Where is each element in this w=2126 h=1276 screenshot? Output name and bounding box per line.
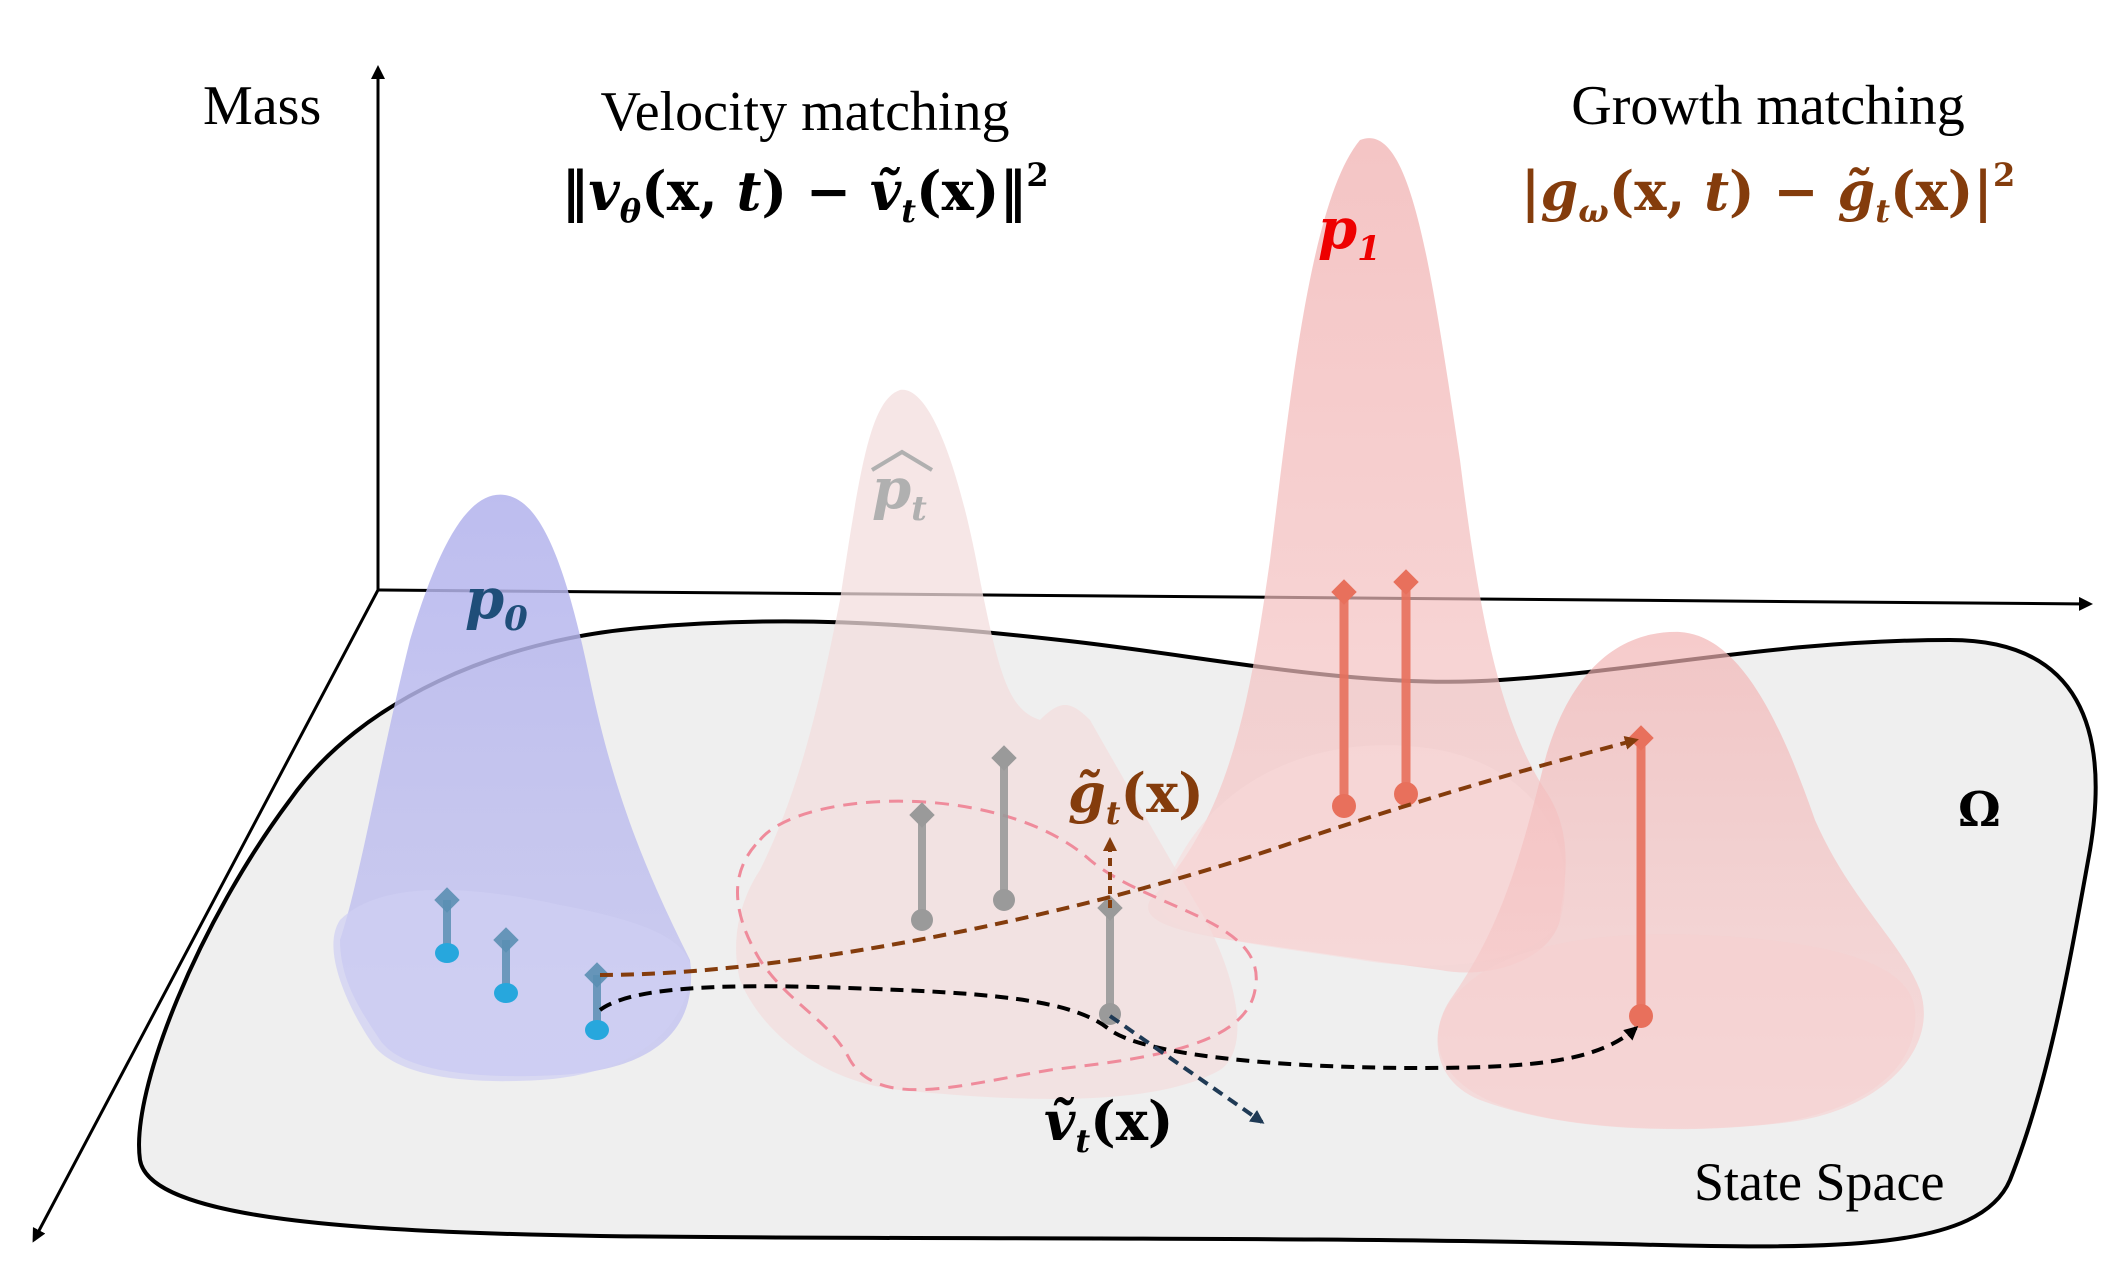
p1-second-base bbox=[1438, 934, 1916, 1129]
growth-loss: |gω(x, t) − g̃t(x)|2 bbox=[1521, 156, 2015, 230]
p1-particles bbox=[1331, 569, 1654, 1028]
p0-label: p0 bbox=[465, 566, 528, 639]
horizontal-axis bbox=[377, 588, 2093, 611]
velocity-matching-title: Velocity matching bbox=[600, 81, 1009, 143]
mass-axis-label: Mass bbox=[203, 75, 321, 137]
v-tilde-label: ṽt(x) bbox=[1044, 1089, 1173, 1160]
p0-particle bbox=[493, 927, 519, 1003]
p1-second-mode bbox=[1437, 631, 1924, 1130]
p0-particle bbox=[434, 887, 460, 963]
depth-axis bbox=[32, 589, 380, 1243]
p1-distribution bbox=[1148, 138, 1566, 973]
p1-particle bbox=[1628, 725, 1654, 1028]
growth-matching-title: Growth matching bbox=[1571, 75, 1964, 137]
pt-hat-support bbox=[736, 799, 1258, 1092]
state-space-label: State Space bbox=[1694, 1152, 1944, 1212]
velocity-loss: ‖vθ(x, t) − ṽt(x)‖2 bbox=[561, 156, 1048, 230]
pt-particles bbox=[909, 745, 1123, 1025]
p0-particle bbox=[584, 962, 610, 1040]
g-tilde-label: g̃t(x) bbox=[1068, 761, 1204, 832]
pt-particle bbox=[991, 745, 1017, 911]
p1-particle bbox=[1393, 569, 1419, 806]
p1-base bbox=[1160, 745, 1565, 966]
velocity-trajectory bbox=[598, 984, 1639, 1071]
p0-particles bbox=[434, 887, 610, 1040]
trajectories bbox=[598, 736, 1639, 1124]
axes bbox=[32, 65, 2093, 1243]
velocity-direction-arrow bbox=[1108, 1014, 1265, 1124]
pt-hat-hat-mark bbox=[870, 449, 934, 472]
p1-label: p1 bbox=[1318, 196, 1381, 269]
growth-trajectory bbox=[599, 736, 1639, 977]
omega-label: Ω bbox=[1958, 782, 2001, 838]
pt-particle bbox=[909, 802, 935, 931]
